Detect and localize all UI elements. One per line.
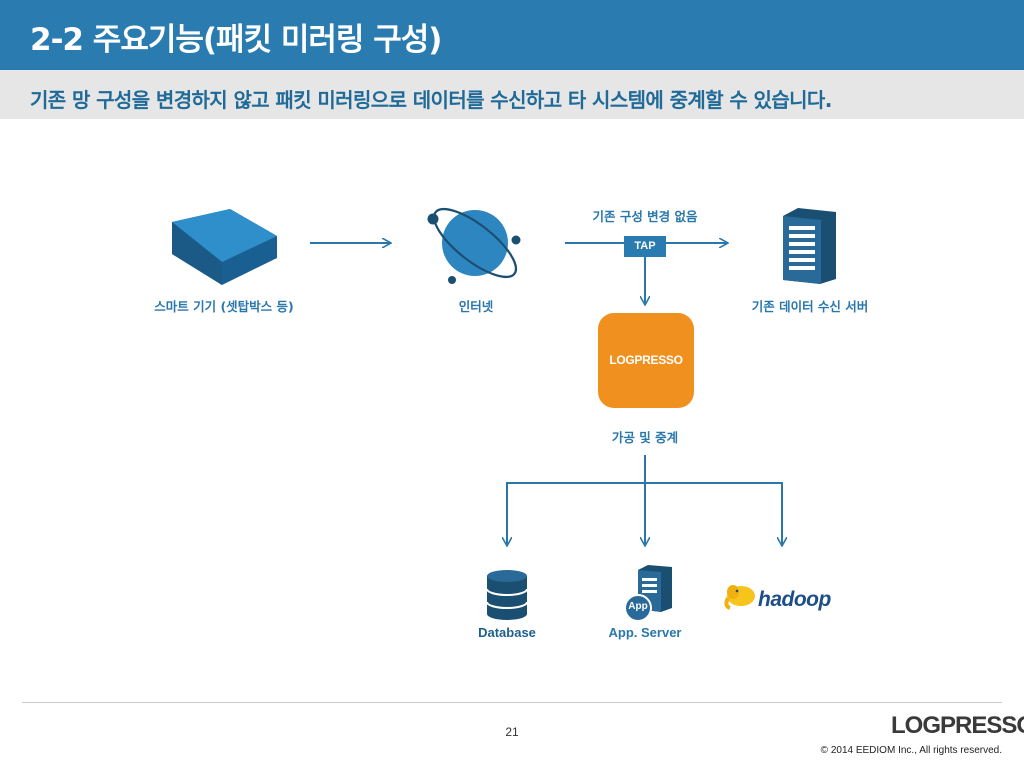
app-badge: App: [628, 601, 648, 612]
relay-label: 가공 및 중계: [611, 430, 679, 445]
smart-device-label: 스마트 기기 (셋탑박스 등): [154, 299, 294, 314]
settop-box-icon: [172, 209, 277, 285]
database-icon: [486, 570, 528, 620]
subtitle-bar: [0, 70, 1024, 119]
existing-server-label: 기존 데이터 수신 서버: [751, 299, 869, 314]
database-label: Database: [478, 625, 536, 640]
server-icon: [783, 208, 836, 284]
no-change-label: 기존 구성 변경 없음: [592, 209, 698, 224]
distribution-connector: [507, 455, 782, 545]
page-subtitle: 기존 망 구성을 변경하지 않고 패킷 미러링으로 데이터를 수신하고 타 시스…: [30, 88, 832, 112]
footer-divider: [22, 702, 1002, 703]
hadoop-logo: hadoop: [758, 588, 831, 611]
app-server-label: App. Server: [608, 625, 682, 640]
title-bar: [0, 0, 1024, 70]
page-number: 21: [505, 725, 519, 739]
tap-badge: TAP: [624, 236, 666, 257]
footer-brand-logo: LOGPRESSO: [891, 712, 1024, 739]
globe-icon: [427, 208, 521, 284]
page-title: 2-2 주요기능(패킷 미러링 구성): [30, 22, 442, 58]
logpresso-logo: LOGPRESSO: [609, 353, 683, 367]
hadoop-elephant-icon: [724, 585, 755, 610]
internet-label: 인터넷: [458, 299, 494, 314]
logpresso-node: LOGPRESSO: [598, 313, 694, 408]
app-server-icon: [624, 565, 672, 622]
copyright: © 2014 EEDIOM Inc., All rights reserved.: [820, 745, 1002, 756]
